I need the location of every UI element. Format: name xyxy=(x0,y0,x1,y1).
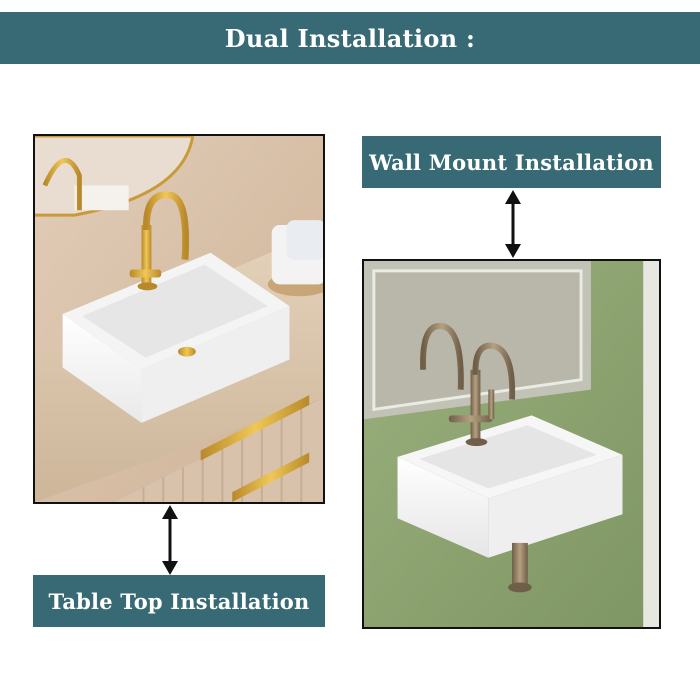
page-title: Dual Installation : xyxy=(224,23,476,53)
table-top-illustration xyxy=(35,136,323,502)
table-top-photo xyxy=(33,134,325,504)
wall-mount-label-text: Wall Mount Installation xyxy=(369,149,654,175)
wall-mount-illustration xyxy=(364,261,659,627)
wall-mount-label: Wall Mount Installation xyxy=(362,136,661,188)
double-arrow-icon xyxy=(162,505,178,575)
double-arrow-icon xyxy=(505,190,521,258)
table-top-label: Table Top Installation xyxy=(33,575,325,627)
wall-mount-photo xyxy=(362,259,661,629)
header-banner: Dual Installation : xyxy=(0,12,700,64)
table-top-label-text: Table Top Installation xyxy=(48,588,310,614)
